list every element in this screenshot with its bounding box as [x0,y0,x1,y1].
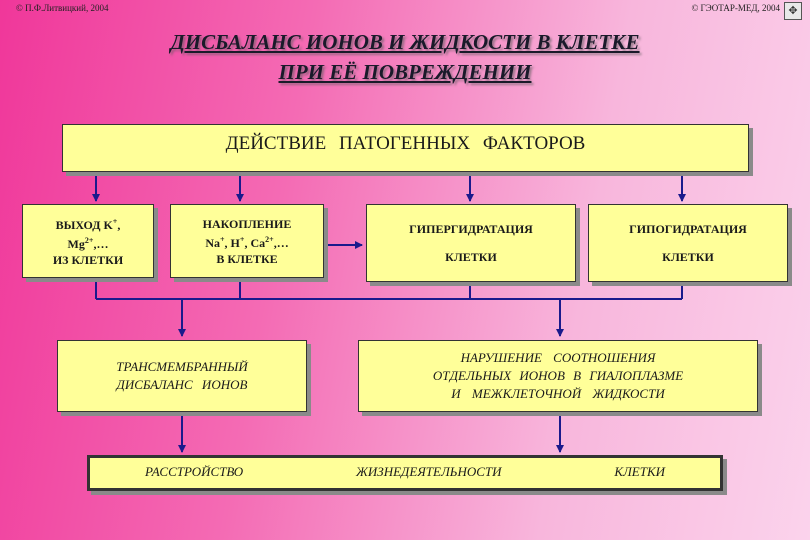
ratio-line-2: ОТДЕЛЬНЫХ ИОНОВ В ГИАЛОПЛАЗМЕ [432,368,684,383]
hyperhydration-line-2: КЛЕТКИ [445,250,497,264]
hypohydration-line-2: КЛЕТКИ [662,250,714,264]
ratio-line-1: НАРУШЕНИЕ СООТНОШЕНИЯ [460,350,656,365]
pathogenic-factors-box: ДЕЙСТВИЕ ПАТОГЕННЫХ ФАКТОРОВ [62,124,749,172]
k-exit-box: ВЫХОД K+, Mg2+,… ИЗ КЛЕТКИ [22,204,154,278]
accumulation-line-1: НАКОПЛЕНИЕ [202,216,292,231]
bottom-word-2: ЖИЗНЕДЕЯТЕЛЬНОСТИ [355,464,502,479]
hypohydration-line-1: ГИПОГИДРАТАЦИЯ [629,222,747,236]
bottom-word-3: КЛЕТКИ [614,464,665,479]
transmembrane-line-2: ДИСБАЛАНС ИОНОВ [116,377,248,392]
hyperhydration-line-1: ГИПЕРГИДРАТАЦИЯ [409,222,533,236]
hypohydration-box: ГИПОГИДРАТАЦИЯ КЛЕТКИ [588,204,788,282]
k-exit-line-2: Mg2+,… [67,236,109,251]
hyperhydration-box: ГИПЕРГИДРАТАЦИЯ КЛЕТКИ [366,204,576,282]
k-exit-line-1: ВЫХОД K+, [55,217,121,232]
navigation-icon[interactable]: ✥ [784,2,802,20]
ratio-line-3: И МЕЖКЛЕТОЧНОЙ ЖИДКОСТИ [451,386,665,401]
copyright-left: © П.Ф.Литвицкий, 2004 [16,3,109,13]
transmembrane-line-1: ТРАНСМЕМБРАННЫЙ [116,359,248,374]
ion-ratio-disorder-box: НАРУШЕНИЕ СООТНОШЕНИЯ ОТДЕЛЬНЫХ ИОНОВ В … [358,340,758,412]
slide-title-line-1: ДИСБАЛАНС ИОНОВ И ЖИДКОСТИ В КЛЕТКЕ [170,30,640,54]
accumulation-line-2: Na+, H+, Ca2+,… [205,234,289,250]
k-exit-line-3: ИЗ КЛЕТКИ [52,253,124,267]
copyright-right: © ГЭОТАР-МЕД, 2004 [691,3,780,13]
cell-vital-activity-disorder-box: РАССТРОЙСТВО ЖИЗНЕДЕЯТЕЛЬНОСТИ КЛЕТКИ [87,455,723,491]
transmembrane-imbalance-box: ТРАНСМЕМБРАННЫЙ ДИСБАЛАНС ИОНОВ [57,340,307,412]
accumulation-line-3: В КЛЕТКЕ [216,251,278,266]
accumulation-box: НАКОПЛЕНИЕ Na+, H+, Ca2+,… В КЛЕТКЕ [170,204,324,278]
bottom-word-1: РАССТРОЙСТВО [145,464,244,479]
pathogenic-factors-label: ДЕЙСТВИЕ ПАТОГЕННЫХ ФАКТОРОВ [225,133,586,154]
slide-title-line-2: ПРИ ЕЁ ПОВРЕЖДЕНИИ [278,60,532,84]
